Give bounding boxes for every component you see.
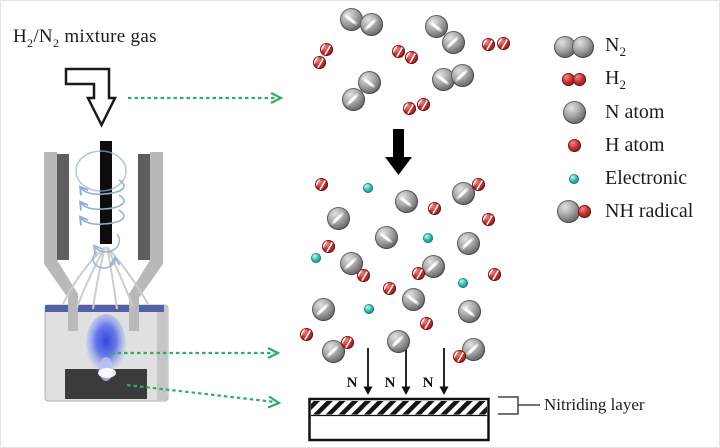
impact-arrowhead xyxy=(401,386,411,395)
torch-electrode-left xyxy=(57,154,69,260)
plasma-glow-spot xyxy=(98,368,116,378)
h2-icon xyxy=(551,73,597,86)
legend-item-n-atom: N atom xyxy=(551,96,719,129)
sp-n-swatch-sphere xyxy=(557,200,580,223)
gas-inlet-arrow xyxy=(64,67,118,128)
sp-h-swatch-sphere xyxy=(578,205,591,218)
gas-mixture-title: H2/N2 mixture gas xyxy=(13,26,157,51)
sp-h-swatch-sphere xyxy=(562,73,575,86)
legend-item-h2: H2 xyxy=(551,63,719,96)
legend-label-h2: H2 xyxy=(605,66,626,92)
legend-label-nh-radical: NH radical xyxy=(605,200,694,222)
process-arrows xyxy=(111,92,284,409)
title-part: /N xyxy=(33,26,53,47)
impact-arrowhead xyxy=(439,386,449,395)
nh-radical-icon xyxy=(551,200,597,223)
center-electrode-rod xyxy=(100,141,112,244)
legend-item-electron: Electronic xyxy=(551,162,719,195)
title-part: H xyxy=(13,26,28,47)
impact-arrowhead xyxy=(363,386,373,395)
sp-e-swatch-sphere xyxy=(569,173,579,184)
plasma-flame xyxy=(86,314,126,374)
n2-icon xyxy=(551,35,597,58)
legend-item-n2: N2 xyxy=(551,30,719,63)
h-atom-icon xyxy=(551,139,597,152)
legend-item-h-atom: H atom xyxy=(551,129,719,162)
legend-item-nh-radical: NH radical xyxy=(551,195,719,228)
chamber-top-band xyxy=(45,305,164,312)
torch-wall-left xyxy=(44,152,78,331)
legend-label-electron: Electronic xyxy=(605,167,688,189)
sp-n-swatch-sphere xyxy=(562,101,586,124)
sp-h-swatch-sphere xyxy=(573,73,586,86)
title-subscript: 2 xyxy=(52,35,60,50)
n-atom-icon xyxy=(551,101,597,124)
sp-n-swatch-sphere xyxy=(572,35,594,58)
torch-electrode-right xyxy=(138,154,150,260)
swirl-flow-lines xyxy=(75,150,127,269)
nitriding-layer-label: Nitriding layer xyxy=(544,395,645,414)
nitriding-layer-hatch xyxy=(311,401,487,415)
arrow-substrate-to-layer xyxy=(126,383,276,404)
substrate-and-plasma xyxy=(65,314,147,399)
legend-label-h-atom: H atom xyxy=(605,134,665,156)
sp-h-swatch-sphere xyxy=(567,139,581,152)
nitrogen-impact-arrows xyxy=(363,348,449,395)
title-subscript: 2 xyxy=(27,35,34,50)
sp-n-swatch-sphere xyxy=(554,35,576,58)
legend-label-n-atom: N atom xyxy=(605,101,665,123)
legend-label-n2: N2 xyxy=(605,33,626,59)
nitriding-layer-bracket xyxy=(498,396,540,415)
nitrided-workpiece xyxy=(308,396,540,442)
title-part: mixture gas xyxy=(59,26,157,47)
electron-icon xyxy=(551,173,597,184)
dissociation-arrow xyxy=(385,129,412,175)
